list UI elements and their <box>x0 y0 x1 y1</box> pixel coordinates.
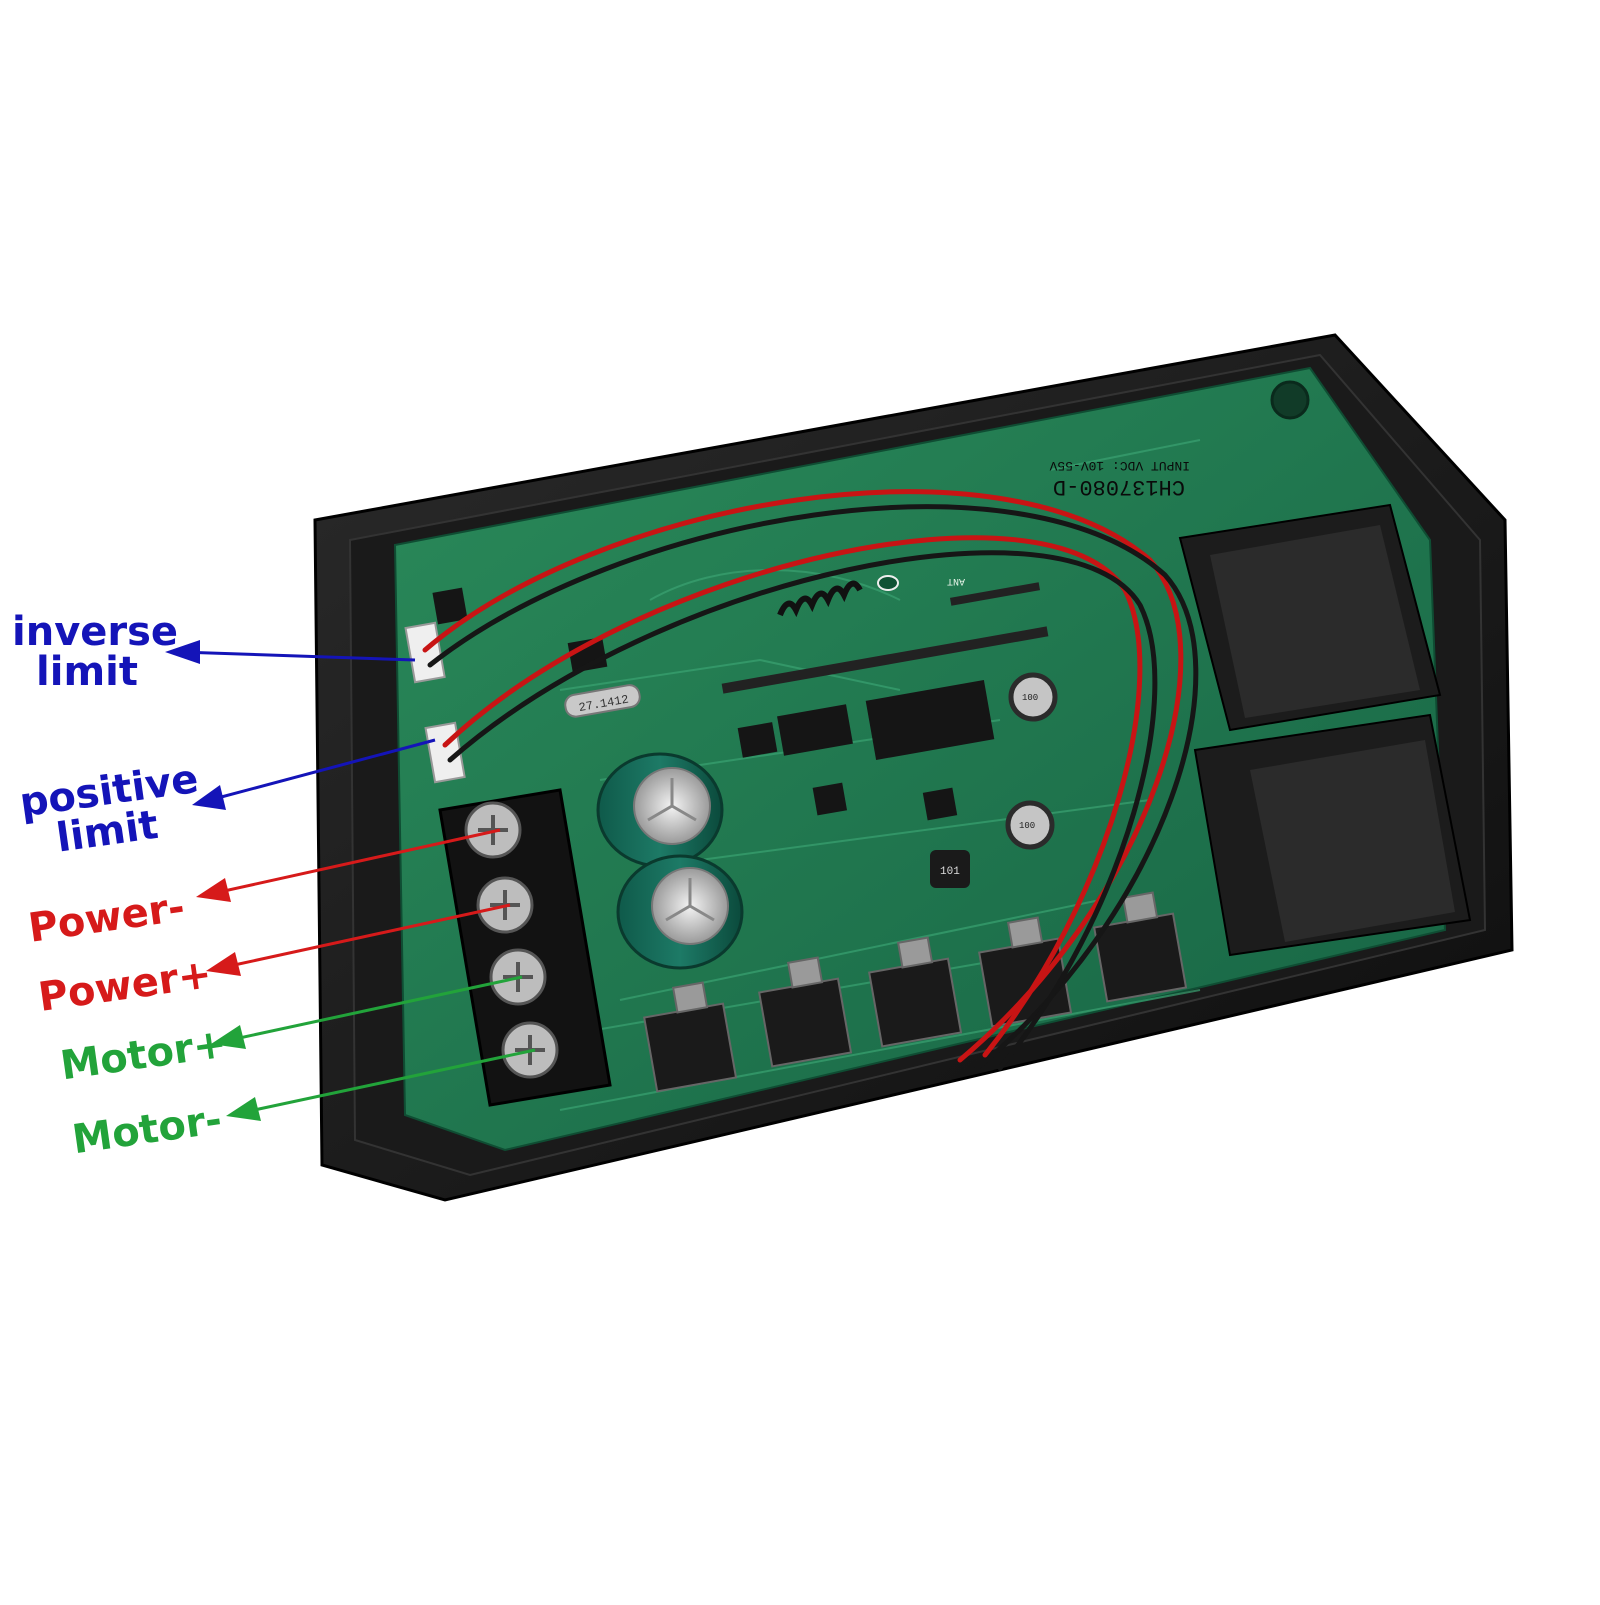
small-ic-2 <box>812 782 848 816</box>
power-minus-arrow <box>214 828 501 895</box>
limit-wires <box>422 489 1199 1073</box>
motor-minus-arrow <box>244 1048 536 1114</box>
svg-text:101: 101 <box>940 866 960 878</box>
callout-inverse-limit: inverse limit <box>12 609 179 695</box>
relay-block <box>1178 503 1472 957</box>
mosfet-row <box>643 891 1188 1093</box>
motor-plus-arrow <box>229 975 523 1042</box>
small-capacitor-2: 100 <box>1005 800 1055 850</box>
main-ic <box>865 680 995 760</box>
svg-text:100: 100 <box>1022 693 1038 703</box>
antenna-label: ANT <box>947 575 965 586</box>
power-plus-arrow <box>224 903 511 969</box>
header-pins <box>721 582 1049 694</box>
inverse-limit-arrow <box>179 650 416 662</box>
callout-arrows <box>165 640 536 1121</box>
callout-inverse-limit-line1: inverse <box>12 609 179 655</box>
small-capacitor-1: 100 <box>1008 672 1058 722</box>
board-model-text: CH137080-D <box>1053 474 1185 499</box>
bulk-capacitor-1 <box>596 752 724 868</box>
crystal-oscillator: 27.1412 <box>564 684 641 718</box>
terminal-block <box>438 788 612 1107</box>
mounting-hole <box>1270 380 1310 420</box>
terminal-screw-power-minus <box>464 801 522 859</box>
driver-ic-1 <box>777 704 853 756</box>
small-ic-1 <box>567 637 608 673</box>
board-input-rating-text: INPUT VDC: 10V-55V <box>1049 458 1190 473</box>
positive-limit-arrow <box>209 738 436 802</box>
driver-ic-2 <box>737 722 778 758</box>
small-ic-3 <box>922 787 958 821</box>
bulk-capacitor-2 <box>616 854 744 970</box>
svg-text:100: 100 <box>1019 821 1035 831</box>
callout-inverse-limit-line2: limit <box>36 649 138 695</box>
inductor: 101 <box>930 850 970 888</box>
antenna-coil <box>777 580 863 618</box>
